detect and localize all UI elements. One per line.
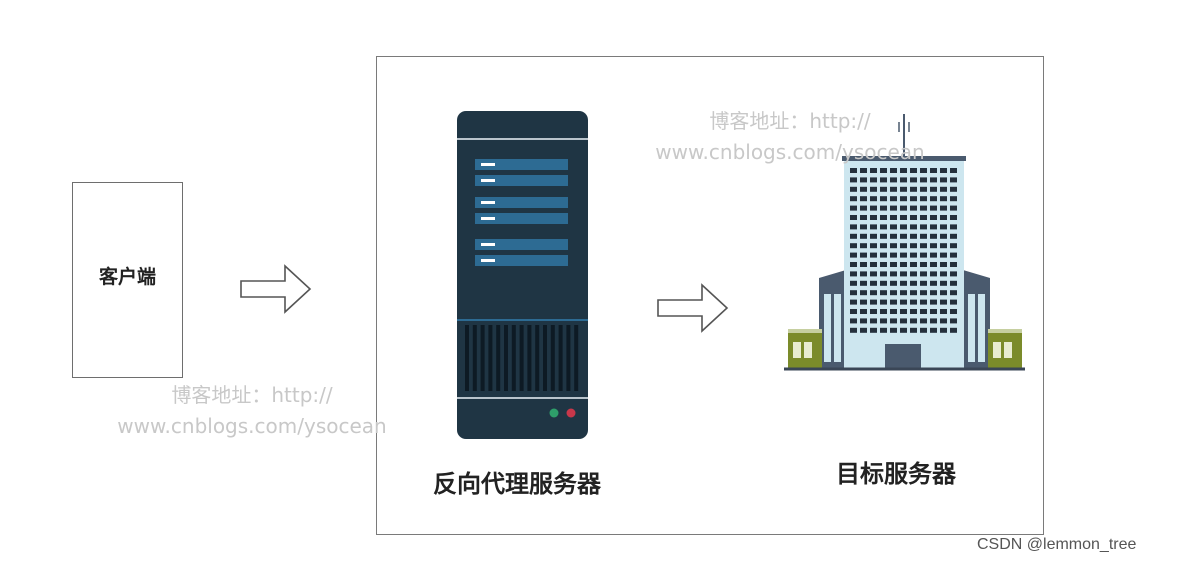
watermark-line1: 博客地址：http://: [171, 383, 333, 407]
client-node: 客户端: [72, 182, 183, 378]
target-label: 目标服务器: [836, 460, 956, 488]
watermark-line2: www.cnblogs.com/ysocean: [117, 414, 387, 438]
arrow-client-to-proxy: [240, 264, 312, 314]
watermark-right: 博客地址：http:// www.cnblogs.com/ysocean: [640, 106, 940, 168]
watermark-left: 博客地址：http:// www.cnblogs.com/ysocean: [102, 380, 402, 442]
watermark-line1: 博客地址：http://: [709, 109, 871, 133]
arrow-proxy-to-target: [657, 283, 729, 333]
proxy-label: 反向代理服务器: [433, 470, 601, 498]
server-group-frame: [376, 56, 1044, 535]
credit-text: CSDN @lemmon_tree: [977, 536, 1137, 553]
watermark-line2: www.cnblogs.com/ysocean: [655, 140, 925, 164]
building-icon: [784, 114, 1025, 371]
server-icon: [457, 111, 588, 439]
client-label: 客户端: [98, 265, 156, 288]
